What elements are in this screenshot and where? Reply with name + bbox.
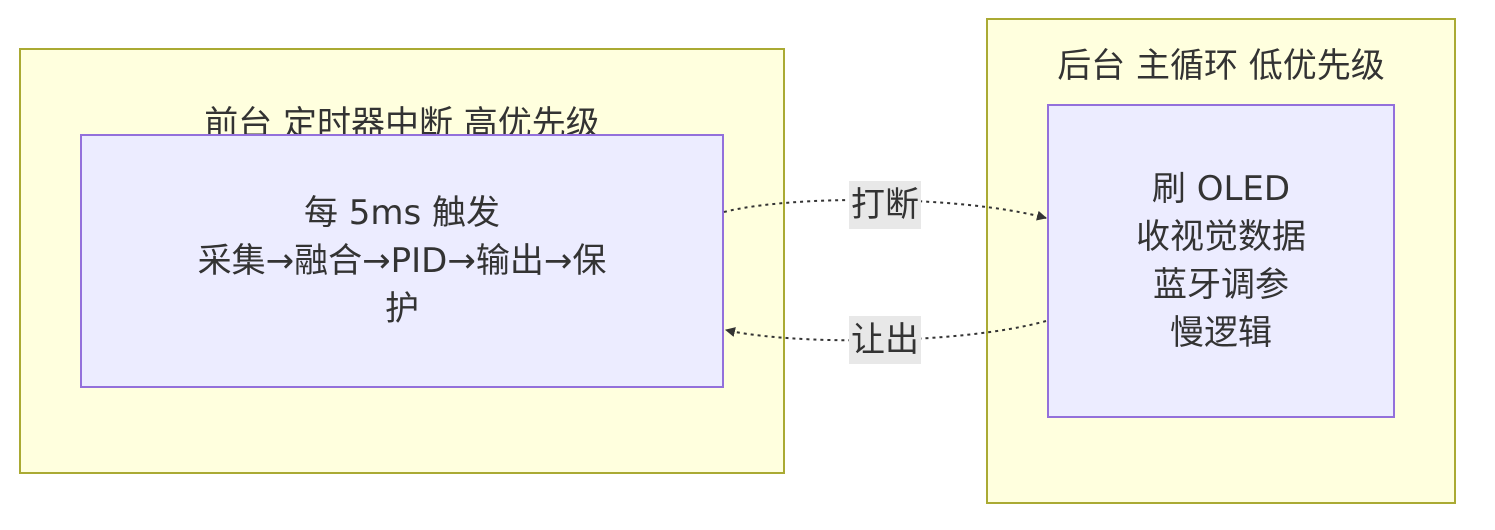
background-node-line-4: 慢逻辑 <box>1170 313 1272 353</box>
edge-label-yield: 让出 <box>849 316 921 364</box>
foreground-node-line-1: 每 5ms 触发 <box>303 193 501 233</box>
background-cluster-title: 后台 主循环 低优先级 <box>1057 46 1385 86</box>
background-node-line-3: 蓝牙调参 <box>1153 265 1289 305</box>
foreground-node-line-3: 护 <box>385 289 419 329</box>
foreground-task-node: 每 5ms 触发 采集→融合→PID→输出→保 护 <box>80 134 724 388</box>
background-task-node: 刷 OLED 收视觉数据 蓝牙调参 慢逻辑 <box>1047 104 1395 418</box>
background-node-line-1: 刷 OLED <box>1151 169 1291 209</box>
foreground-node-line-2: 采集→融合→PID→输出→保 <box>197 241 607 281</box>
edge-label-interrupt: 打断 <box>849 181 921 229</box>
background-node-line-2: 收视觉数据 <box>1136 217 1306 257</box>
